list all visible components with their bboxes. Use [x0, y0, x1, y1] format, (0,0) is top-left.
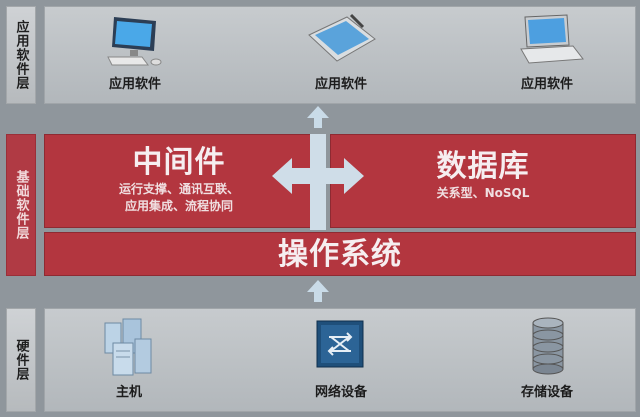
database-title: 数据库 [436, 149, 530, 184]
database-box: 数据库 关系型、NoSQL [330, 134, 636, 228]
network-switch-icon [316, 320, 364, 368]
arrow-up-icon [307, 106, 329, 128]
hardware-item-1-label: 主机 [115, 385, 142, 400]
middleware-title: 中间件 [132, 145, 226, 180]
app-item-3-label: 应用软件 [520, 77, 573, 92]
os-box: 操作系统 [44, 232, 636, 276]
base-layer-label: 基础软件层 [6, 134, 36, 276]
hardware-item-2: 网络设备 [281, 317, 401, 400]
app-item-2: 应用软件 [281, 13, 401, 92]
hardware-item-3-label: 存储设备 [520, 385, 573, 400]
database-sub: 关系型、NoSQL [436, 186, 530, 200]
server-icon [104, 318, 152, 376]
hardware-layer-label: 硬件层 [6, 308, 36, 412]
app-item-1: 应用软件 [75, 13, 195, 92]
hardware-item-3: 存储设备 [487, 317, 607, 400]
app-item-2-label: 应用软件 [314, 77, 367, 92]
arrow-up-icon [307, 280, 329, 302]
middleware-line2: 应用集成、流程协同 [124, 199, 233, 213]
app-layer-label: 应用软件层 [6, 6, 36, 104]
laptop-icon [520, 14, 584, 64]
storage-database-icon [532, 317, 564, 375]
app-layer-panel: 应用软件 应用软件 应用软件 [44, 6, 636, 104]
tablet-icon [308, 13, 376, 62]
hardware-item-2-label: 网络设备 [314, 385, 367, 400]
hardware-layer-panel: 主机 网络设备 存储设备 [44, 308, 636, 412]
os-title: 操作系统 [278, 237, 402, 272]
desktop-computer-icon [107, 17, 162, 66]
middleware-line1: 运行支撑、通讯互联、 [118, 182, 239, 196]
bidirectional-arrow-icon [272, 134, 364, 230]
hardware-item-1: 主机 [69, 317, 189, 400]
app-item-1-label: 应用软件 [108, 77, 161, 92]
app-item-3: 应用软件 [487, 13, 607, 92]
